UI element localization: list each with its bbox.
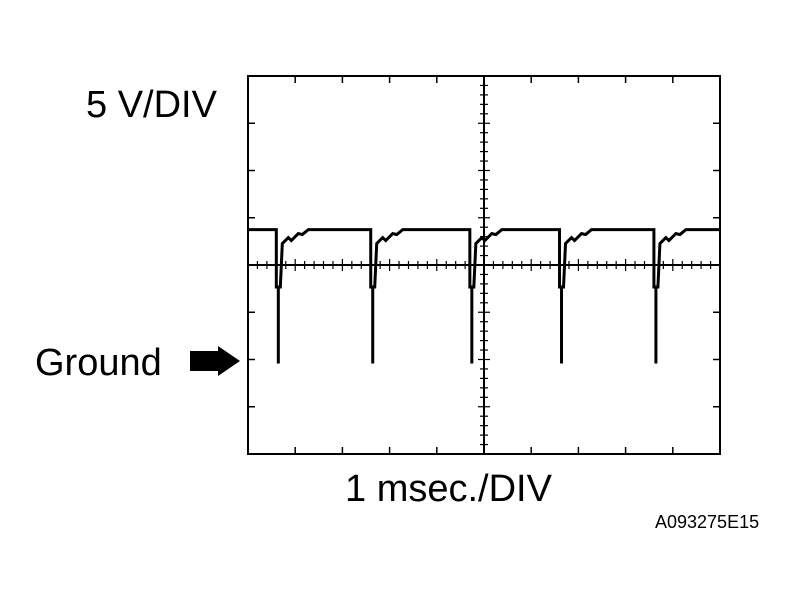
- ground-label: Ground: [35, 342, 162, 384]
- waveform-trace: [248, 228, 720, 364]
- arrow-right-icon: [190, 346, 240, 376]
- time-per-div-label: 1 msec./DIV: [345, 468, 552, 510]
- screen-grid: [247, 75, 721, 455]
- figure-code: A093275E15: [655, 512, 760, 532]
- volts-per-div-label: 5 V/DIV: [86, 84, 217, 126]
